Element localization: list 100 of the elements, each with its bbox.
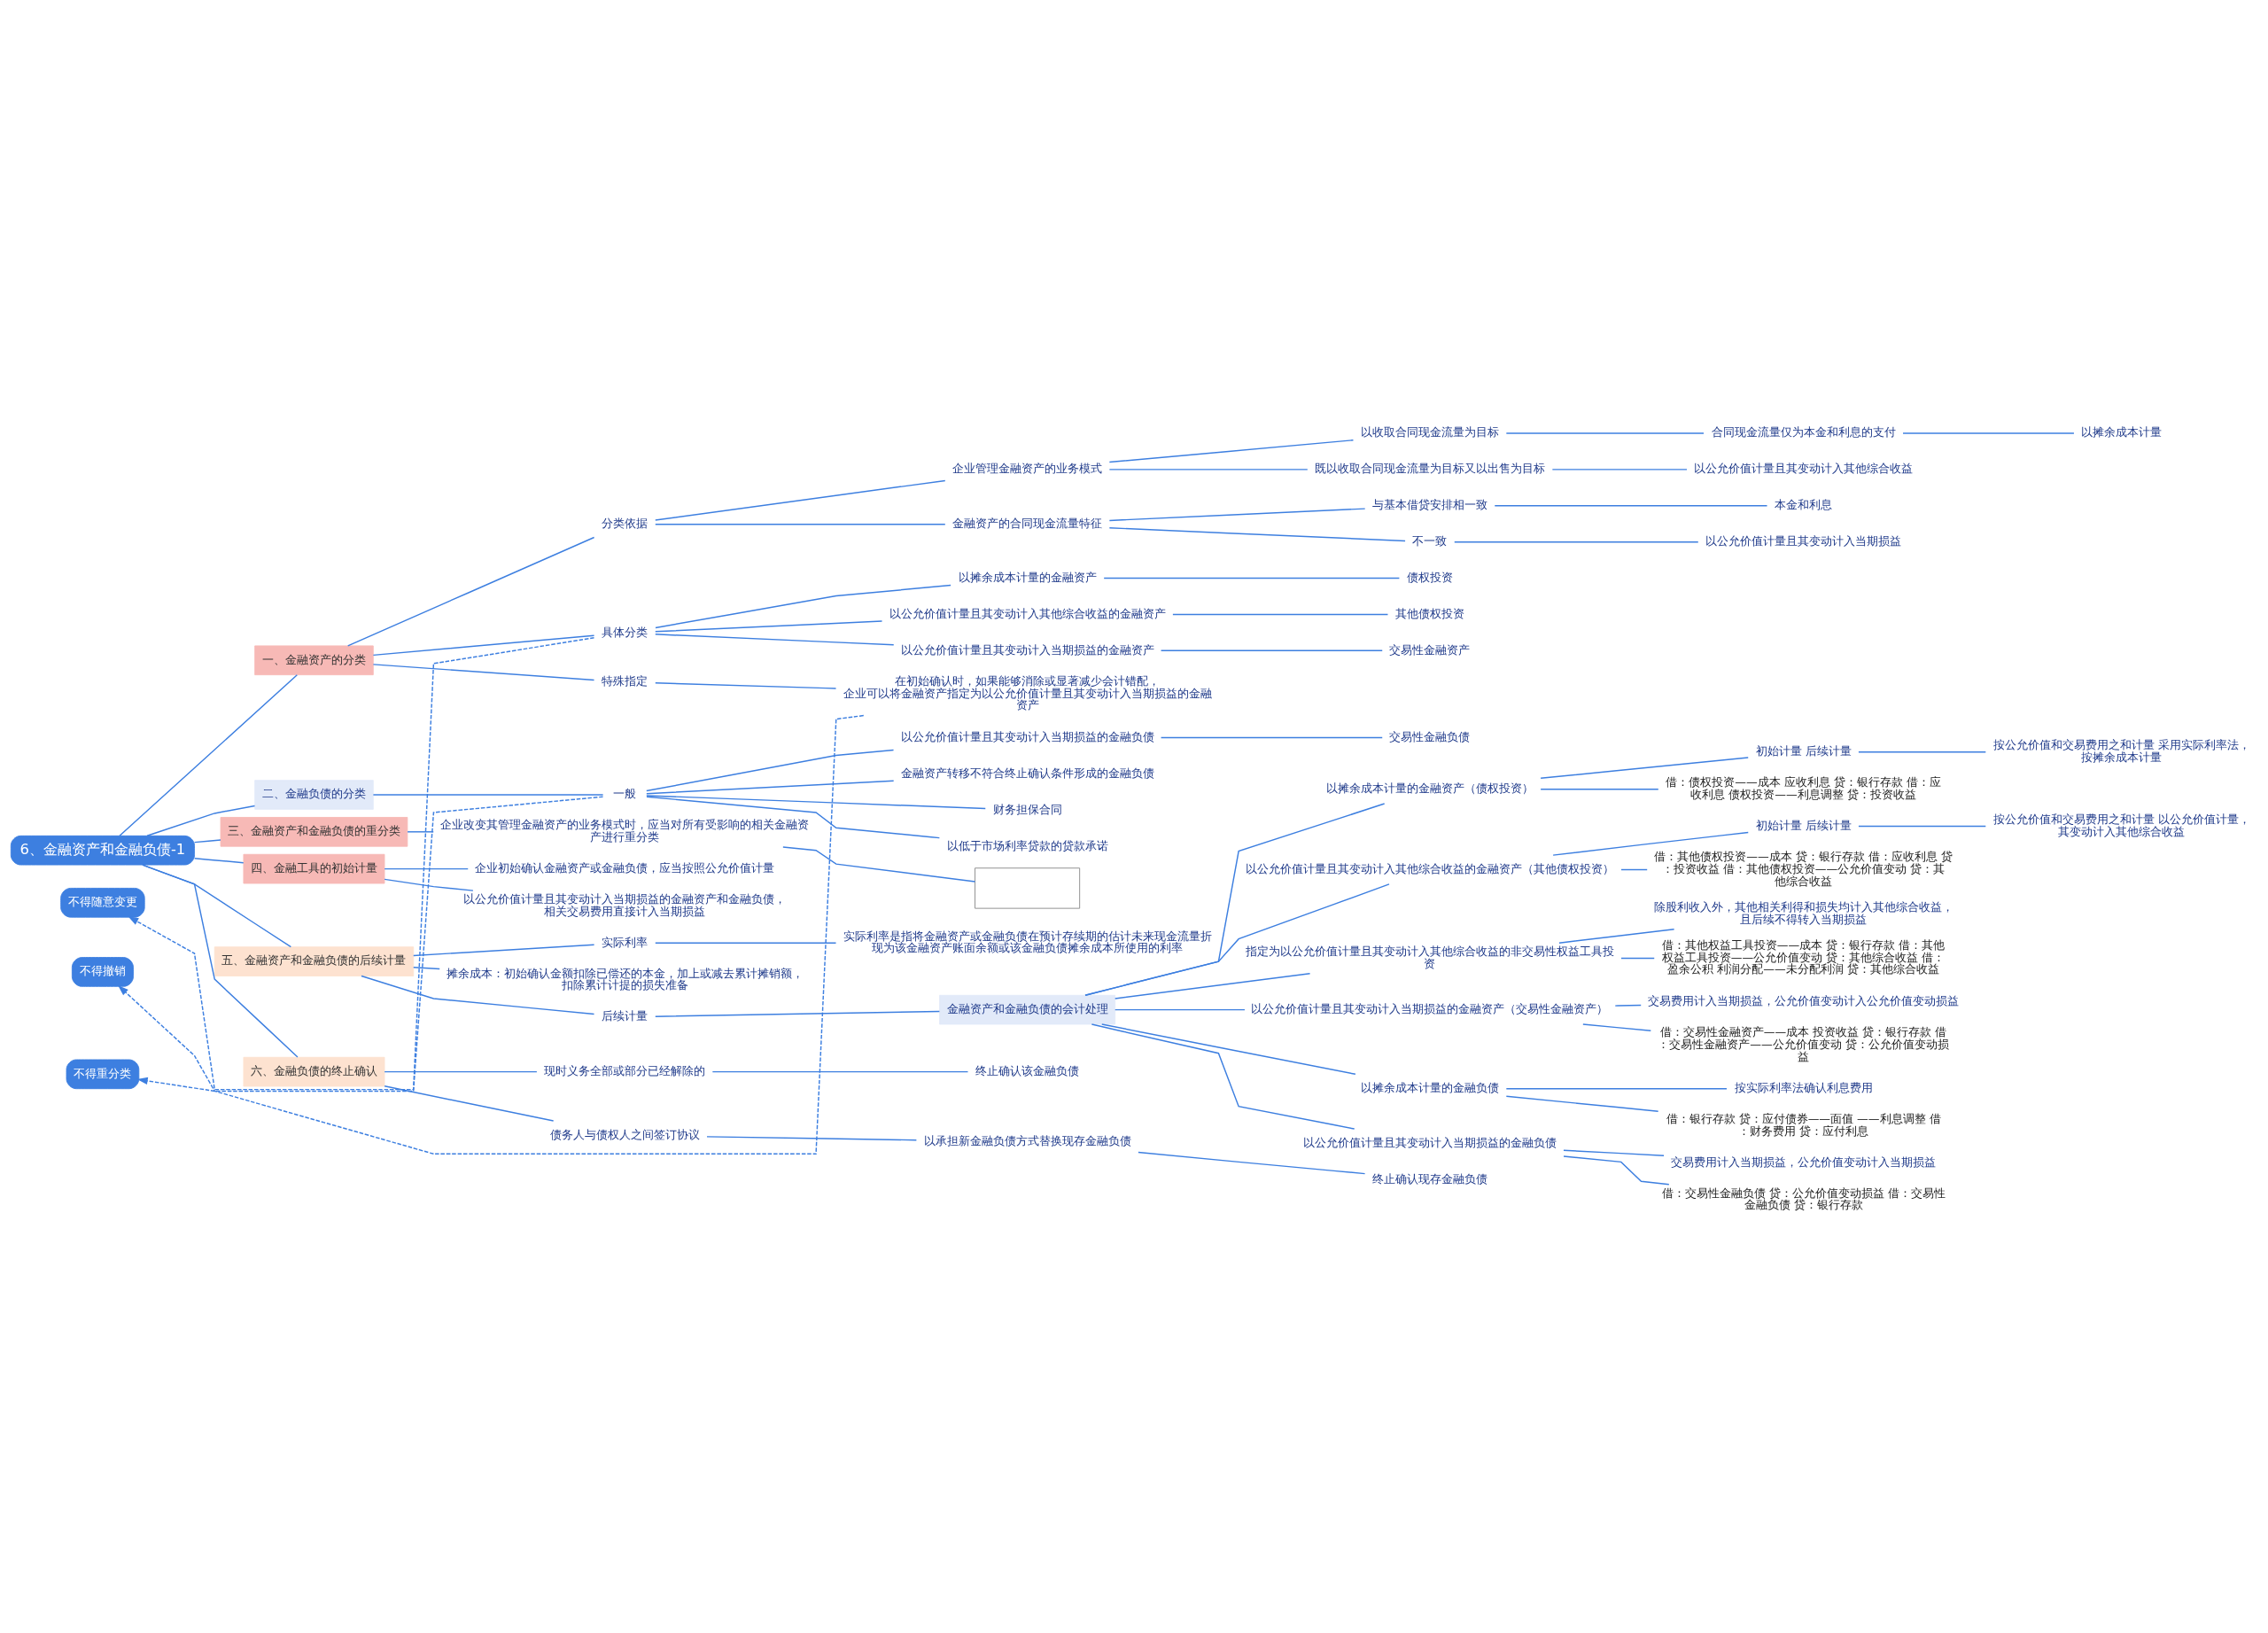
connector [1858,825,1987,827]
connector [1160,649,1383,651]
node-text: 以公允价值计量且其变动计入当期损益的金融资产（交易性金融资产） [1251,1001,1609,1015]
connector [413,944,595,956]
node-text: 不一致 [1412,533,1448,548]
node-text: 实际利率 [602,935,649,949]
node-text: 以摊余成本计量的金融负债 [1360,1080,1499,1094]
connector [1620,957,1655,959]
node-text: 与基本借贷安排相一致 [1371,497,1487,511]
connector [1160,736,1383,738]
node-text: 债权投资 [1406,570,1453,584]
node-text: 初始计量 后续计量 [1755,743,1852,758]
connector [146,805,256,836]
node-text: 指定为以公允价值计量且其变动计入其他综合收益的非交易性权益工具投资 [1245,944,1614,970]
node-text: 以收取合同现金流量为目标 [1360,424,1499,439]
node-text: 按公允价值和交易费用之和计量 以公允价值计量，其变动计入其他综合收益 [1992,812,2250,838]
node-text: 借：银行存款 贷：应付债券——面值 ——利息调整 借：财务费用 贷：应付利息 [1666,1111,1941,1138]
node-box: 不得撤销 [71,956,134,987]
node-text: 借：交易性金融资产——成本 投资收益 贷：银行存款 借：交易性金融资产——公允价值变动 贷：公允价值变动损益 [1658,1024,1949,1063]
node-text: 分类依据 [602,516,649,530]
node-box: 不得重分类 [66,1059,140,1089]
arrow [136,796,604,1092]
connector [413,966,440,969]
node-text: 金融资产的合同现金流量特征 [952,516,1103,530]
connector [1114,972,1311,999]
connector [655,584,951,628]
connector [372,663,595,680]
node-text: 财务担保合同 [992,802,1062,816]
node-text: 以公允价值计量且其变动计入当期损益 [1705,533,1902,548]
connector [1540,788,1659,789]
connector [782,845,976,883]
node-text: 摊余成本：初始确认金额扣除已偿还的本金，加上或减去累计摊销额，扣除累计计提的损失准备 [446,966,804,991]
node-text: 以承担新金融负债方式替换现存金融负债 [923,1133,1131,1147]
node-text: 交易费用计入当期损益，公允价值变动计入当期损益 [1671,1155,1937,1169]
connector [384,1070,538,1072]
connector [655,523,946,525]
connector [372,634,595,656]
node-text: 以公允价值计量且其变动计入其他综合收益 [1694,461,1914,475]
connector [1103,577,1401,579]
node-box: 三、金融资产和金融负债的重分类 [220,816,408,847]
connector [655,479,946,521]
connector [1505,1087,1728,1089]
node-text: 借：债权投资——成本 应收利息 贷：银行存款 借：应收利息 债权投资——利息调整 贷：投资收益 [1666,774,1941,801]
node-box: 五、金融资产和金融负债的后续计量 [214,945,415,976]
connector [1582,1023,1652,1031]
node-text: 后续计量 [602,1008,649,1023]
connector [1172,613,1389,615]
connector [1552,831,1749,856]
connector [1101,1023,1356,1075]
connector [646,780,895,794]
node-text: 特殊指定 [602,673,649,688]
connector [706,1135,918,1140]
node-text: 具体分类 [602,625,649,639]
connector [646,749,895,791]
node-box [975,867,1081,909]
node-text: 现时义务全部或部分已经解除的 [544,1063,706,1077]
connector [1108,439,1355,463]
connector [646,794,986,809]
connector [193,857,245,863]
connector [384,878,474,891]
connector [1540,756,1749,779]
connector [711,1070,969,1072]
node-text: 初始计量 后续计量 [1755,818,1852,832]
connector [655,1010,941,1017]
connector [1563,1155,1670,1185]
node-text: 交易费用计入当期损益，公允价值变动计入公允价值变动损益 [1648,993,1960,1007]
connector [142,863,299,1058]
node-text: 以公允价值计量且其变动计入当期损益的金融负债 [900,729,1154,743]
node-text: 企业改变其管理金融资产的业务模式时，应当对所有受影响的相关金融资产进行重分类 [440,817,810,844]
connector [655,681,837,689]
connector [384,1085,555,1122]
node-text: 除股利收入外，其他相关利得和损失均计入其他综合收益，且后续不得转入当期损益 [1653,899,1953,926]
node-box: 6、金融资产和金融负债-1 [10,835,195,866]
node-text: 以摊余成本计量的金融资产 [958,570,1097,584]
node-box: 不得随意变更 [60,887,145,918]
connector [1858,750,1987,753]
connector [1091,1023,1355,1130]
connector [1614,1004,1642,1007]
connector [1108,526,1406,541]
connector [407,830,434,833]
node-text: 终止确认现存金融负债 [1371,1171,1487,1186]
connector [119,673,299,836]
node-text: 终止确认该金融负债 [975,1063,1080,1077]
connector [1902,432,2075,434]
connector [1084,883,1390,996]
connector [361,975,595,1015]
connector [384,867,469,869]
connector [1558,928,1675,944]
node-box: 二、金融负债的分类 [254,779,374,810]
node-text: 以摊余成本计量的金融资产（债权投资） [1325,781,1534,795]
node-text: 其他债权投资 [1394,606,1464,620]
node-text: 以摊余成本计量 [2081,424,2163,439]
node-text: 借：其他债权投资——成本 贷：银行存款 借：应收利息 贷：投资收益 借：其他债权投资——公允价值变动 贷：其他综合收益 [1654,849,1953,888]
node-text: 交易性金融资产 [1389,642,1471,657]
connector [1454,540,1699,542]
connector [1108,507,1366,521]
connector [347,536,595,647]
connector [1138,1151,1366,1174]
node-text: 以低于市场利率贷款的贷款承诺 [946,838,1108,852]
node-text: 既以收取合同现金流量为目标又以出售为目标 [1314,461,1545,475]
